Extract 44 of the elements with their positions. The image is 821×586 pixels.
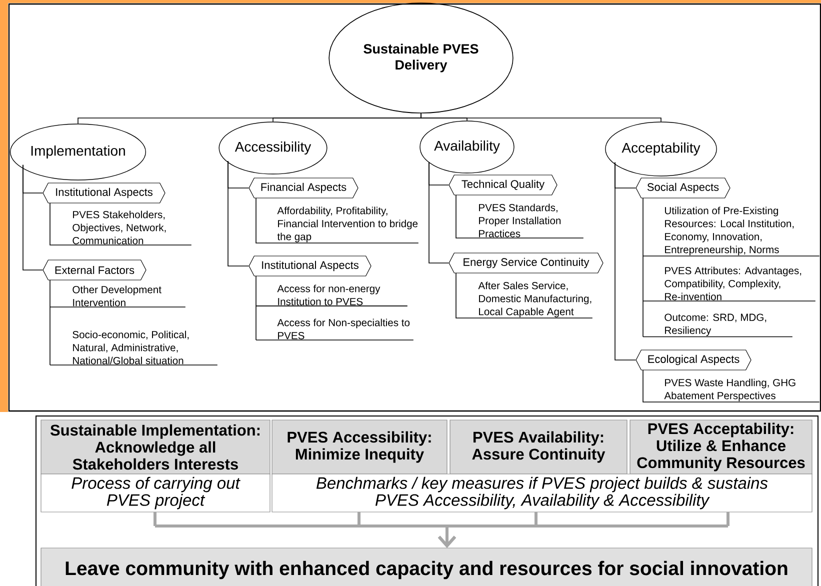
item-text: PVES Standards, Proper Installation Practices xyxy=(479,204,561,238)
item-text: PVES Waste Handling, GHG Abatement Perspectives xyxy=(664,378,796,402)
item-text: Access for non-energy Institution to PVES xyxy=(277,284,380,306)
outcome-box: Leave community with enhanced capacity and resources for social innovation xyxy=(40,548,812,586)
item-text: PVES Attributes: Advantages, Compatibility, Complexity, Re-invention xyxy=(664,266,802,300)
connector-line xyxy=(50,202,192,246)
category-tag: Institutional Aspects xyxy=(42,182,166,204)
connector-line xyxy=(22,164,44,270)
connector-line xyxy=(642,198,644,256)
connector-line xyxy=(50,364,218,366)
connector-line xyxy=(456,194,584,238)
connector-line xyxy=(642,300,816,302)
header-cell: PVES Accessibility: Minimize Inequity xyxy=(272,420,448,474)
category-tag: Institutional Aspects xyxy=(248,256,372,276)
item-text: PVES Stakeholders, Objectives, Network, Communication xyxy=(72,210,166,244)
connector-line xyxy=(256,198,419,244)
item-text: Affordability, Profitability, Financial Intervention to bridge the gap xyxy=(277,206,418,242)
connector-line xyxy=(420,113,662,122)
connector-line xyxy=(228,160,250,266)
category-tag: External Factors xyxy=(42,260,146,280)
header-cell: PVES Availability: Assure Continuity xyxy=(450,420,628,474)
connector-line xyxy=(642,300,644,338)
category-tag: Energy Service Continuity xyxy=(448,252,604,274)
connector-line xyxy=(456,272,593,318)
connector-line xyxy=(642,336,793,338)
connector-line xyxy=(642,370,820,402)
item-text: After Sales Service, Domestic Manufacturing, Local Capable Agent xyxy=(478,282,592,318)
connector-line xyxy=(614,162,636,360)
category-tag: Ecological Aspects xyxy=(636,350,752,370)
item-text: Outcome: SRD, MDG, Resiliency xyxy=(664,314,766,336)
merge-arrow xyxy=(358,510,730,548)
connector-line xyxy=(642,256,644,302)
category-tag: Social Aspects xyxy=(636,178,730,198)
header-cell: PVES Acceptability: Utilize & Enhance Community Resources xyxy=(630,420,812,474)
item-text: Other Development Intervention xyxy=(72,286,162,306)
item-text: Utilization of Pre-Existing Resources: Local Institution, Economy, Innovation, Entrepreneurship, Norms xyxy=(665,206,794,256)
category-tag: Technical Quality xyxy=(448,174,558,196)
header-cell: Sustainable Implementation: Acknowledge all Stakeholders Interests xyxy=(40,420,270,474)
connector-line xyxy=(428,162,450,264)
category-tag: Financial Aspects xyxy=(248,178,358,198)
item-text: Access for Non-specialties to PVES xyxy=(277,318,410,340)
description-cell: Process of carrying out PVES project xyxy=(40,474,270,512)
connector-line xyxy=(50,306,186,308)
item-text: Socio-economic, Political, Natural, Administrative, National/Global situation xyxy=(72,330,189,364)
